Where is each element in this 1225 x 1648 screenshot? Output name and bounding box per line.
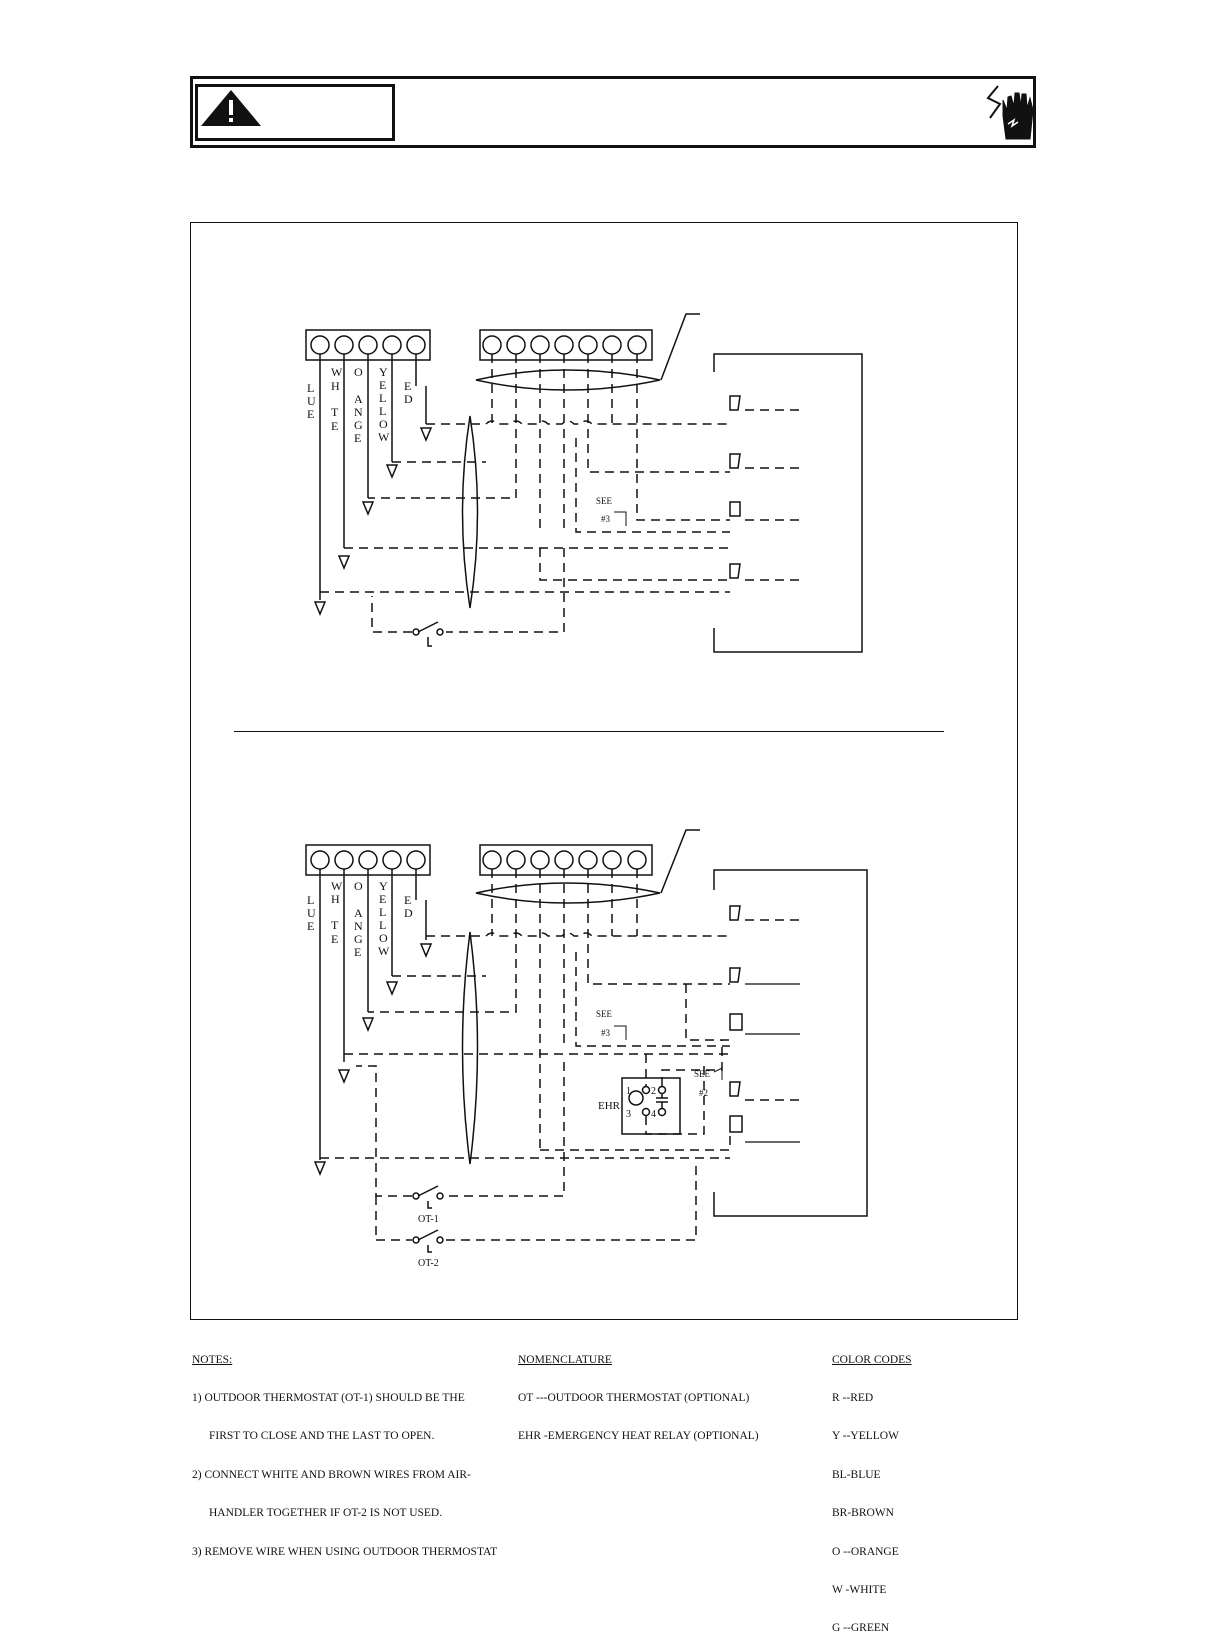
orange-wire-letter: N [354,405,363,419]
red-wire-letter: E [404,379,411,393]
color-code-line: G --GREEN [832,1622,890,1635]
red-wire-letter: E [404,893,411,907]
see-note-label: SEE [694,1069,711,1079]
yellow-wire-letter: E [379,892,386,906]
electric-shock-hand-icon [986,85,1034,140]
color-code-line: BR-BROWN [832,1507,894,1520]
see-note-ref: #2 [699,1088,708,1098]
color-code-line: BL-BLUE [832,1468,881,1481]
note-line: 3) REMOVE WIRE WHEN USING OUTDOOR THERMO… [192,1545,498,1558]
see-note-ref: #3 [601,1028,611,1038]
yellow-wire-letter: O [379,417,388,431]
note-line: 1) OUTDOOR THERMOSTAT (OT-1) SHOULD BE T… [192,1391,465,1404]
ot2-label: OT-2 [418,1258,439,1269]
heatpump-terminal-strip [479,329,653,361]
color-codes-block: COLOR CODES R --RED Y --YELLOW BL-BLUE B… [832,1328,912,1648]
warning-banner [190,76,1036,148]
wiring-diagram-2: L U E W H T E O A N G E Y E L L O W E D … [305,829,868,1269]
nomenclature-line: OT ---OUTDOOR THERMOSTAT (OPTIONAL) [518,1391,750,1404]
color-code-line: Y --YELLOW [832,1430,899,1443]
blue-wire-letter: U [307,906,316,920]
notes-block: NOTES: 1) OUTDOOR THERMOSTAT (OT-1) SHOU… [192,1328,497,1571]
note-line: FIRST TO CLOSE AND THE LAST TO OPEN. [209,1430,435,1443]
yellow-wire-letter: L [379,404,386,418]
orange-wire-letter: A [354,906,363,920]
ot1-label: OT-1 [418,1214,439,1225]
relay-terminal-label: 3 [626,1109,631,1120]
red-wire-letter: D [404,392,413,406]
orange-wire-letter: O [354,879,363,893]
banner-icons [201,85,1034,140]
blue-wire-letter: E [307,919,314,933]
nomenclature-line: EHR -EMERGENCY HEAT RELAY (OPTIONAL) [518,1430,759,1443]
white-wire-letter: W [331,879,343,893]
relay-label: EHR [598,1100,621,1112]
orange-wire-letter: G [354,932,363,946]
yellow-wire-letter: Y [379,879,388,893]
red-wire-letter: D [404,906,413,920]
diagram-frame [190,222,1018,1320]
color-code-line: R --RED [832,1391,874,1404]
warning-label-box [195,84,395,141]
nomenclature-heading: NOMENCLATURE [518,1353,612,1366]
white-wire-letter: T [331,405,339,419]
notes-heading: NOTES: [192,1353,233,1366]
orange-wire-letter: O [354,365,363,379]
yellow-wire-letter: L [379,905,386,919]
see-note-label: SEE [596,496,613,506]
yellow-wire-letter: W [378,430,390,444]
relay-terminal-label: 2 [651,1086,656,1097]
relay-terminal-label: 4 [651,1109,656,1120]
relay-terminal-label: 1 [626,1086,631,1097]
white-wire-letter: E [331,419,338,433]
see-note-ref: #3 [601,514,611,524]
wiring-diagram-1: L U E W H T E O A N G E Y E L L O W E D … [305,313,863,653]
blue-wire-letter: L [307,893,314,907]
yellow-wire-letter: L [379,918,386,932]
color-code-line: W -WHITE [832,1583,887,1596]
note-line: 2) CONNECT WHITE AND BROWN WIRES FROM AI… [192,1468,471,1481]
orange-wire-letter: E [354,431,361,445]
heatpump-terminal-strip [479,844,653,876]
yellow-wire-letter: L [379,391,386,405]
white-wire-letter: T [331,918,339,932]
note-line: HANDLER TOGETHER IF OT-2 IS NOT USED. [209,1507,443,1520]
yellow-wire-letter: E [379,378,386,392]
white-wire-letter: H [331,892,340,906]
blue-wire-letter: U [307,394,316,408]
air-handler-outline [713,353,863,653]
yellow-wire-letter: W [378,944,390,958]
white-wire-letter: H [331,379,340,393]
yellow-wire-letter: Y [379,365,388,379]
white-wire-letter: E [331,932,338,946]
white-wire-letter: W [331,365,343,379]
blue-wire-letter: L [307,381,314,395]
orange-wire-letter: G [354,418,363,432]
orange-wire-letter: A [354,392,363,406]
orange-wire-letter: E [354,945,361,959]
blue-wire-letter: E [307,407,314,421]
see-note-label: SEE [596,1009,613,1019]
diagram-divider [234,731,944,732]
color-codes-heading: COLOR CODES [832,1353,912,1366]
yellow-wire-letter: O [379,931,388,945]
air-handler-outline [713,869,868,1217]
orange-wire-letter: N [354,919,363,933]
color-code-line: O --ORANGE [832,1545,899,1558]
nomenclature-block: NOMENCLATURE OT ---OUTDOOR THERMOSTAT (O… [518,1328,759,1456]
